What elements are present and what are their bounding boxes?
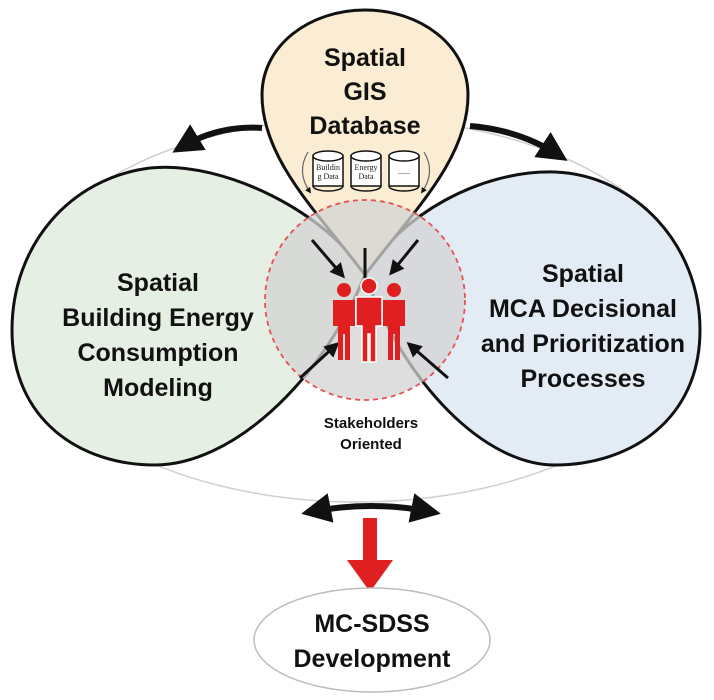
cycle-arrow-right-icon <box>420 151 431 194</box>
output-node <box>253 587 491 693</box>
gis-title-line: GIS <box>343 78 386 106</box>
mca-title-line: Spatial <box>542 260 624 288</box>
building-title-line: Modeling <box>103 374 213 402</box>
db-label: Data <box>358 172 374 181</box>
db-label: Energy <box>355 163 378 172</box>
database-icon: Energy Data <box>350 150 382 192</box>
building-title-line: Consumption <box>77 339 238 367</box>
down-arrow <box>347 518 393 592</box>
mca-title-line: and Prioritization <box>481 330 685 358</box>
arrow-in-top-left <box>310 239 345 279</box>
building-title-line: Spatial <box>117 269 199 297</box>
stakeholders-people-icon <box>333 277 405 363</box>
arrow-in-bottom-left <box>298 341 340 380</box>
output-title-line: Development <box>294 645 452 673</box>
gis-database-node <box>260 8 470 278</box>
db-label: g Data <box>317 172 339 181</box>
arrow-top-left <box>172 124 263 153</box>
building-title-line: Building Energy <box>62 304 254 332</box>
mca-title-line: Processes <box>520 365 645 393</box>
mca-title-line: MCA Decisional <box>489 295 677 323</box>
gis-title-line: Database <box>309 112 420 140</box>
database-icon: Buildin g Data <box>312 150 344 192</box>
database-group: Buildin g Data Energy Data ...... <box>301 150 431 194</box>
db-label: ...... <box>398 167 410 176</box>
arrow-bottom <box>301 493 441 523</box>
stakeholders-label-line: Oriented <box>340 436 402 453</box>
output-title-line: MC-SDSS <box>314 610 429 638</box>
arrow-in-bottom-right <box>406 342 449 380</box>
database-icon: ...... <box>388 150 420 192</box>
cycle-arrow-left-icon <box>301 151 312 194</box>
stakeholders-label-line: Stakeholders <box>324 415 418 432</box>
building-energy-node <box>10 165 367 467</box>
arrow-in-top-right <box>389 239 420 276</box>
arrow-top-right <box>469 123 568 161</box>
gis-title-line: Spatial <box>324 44 406 72</box>
db-label: Buildin <box>316 163 340 172</box>
